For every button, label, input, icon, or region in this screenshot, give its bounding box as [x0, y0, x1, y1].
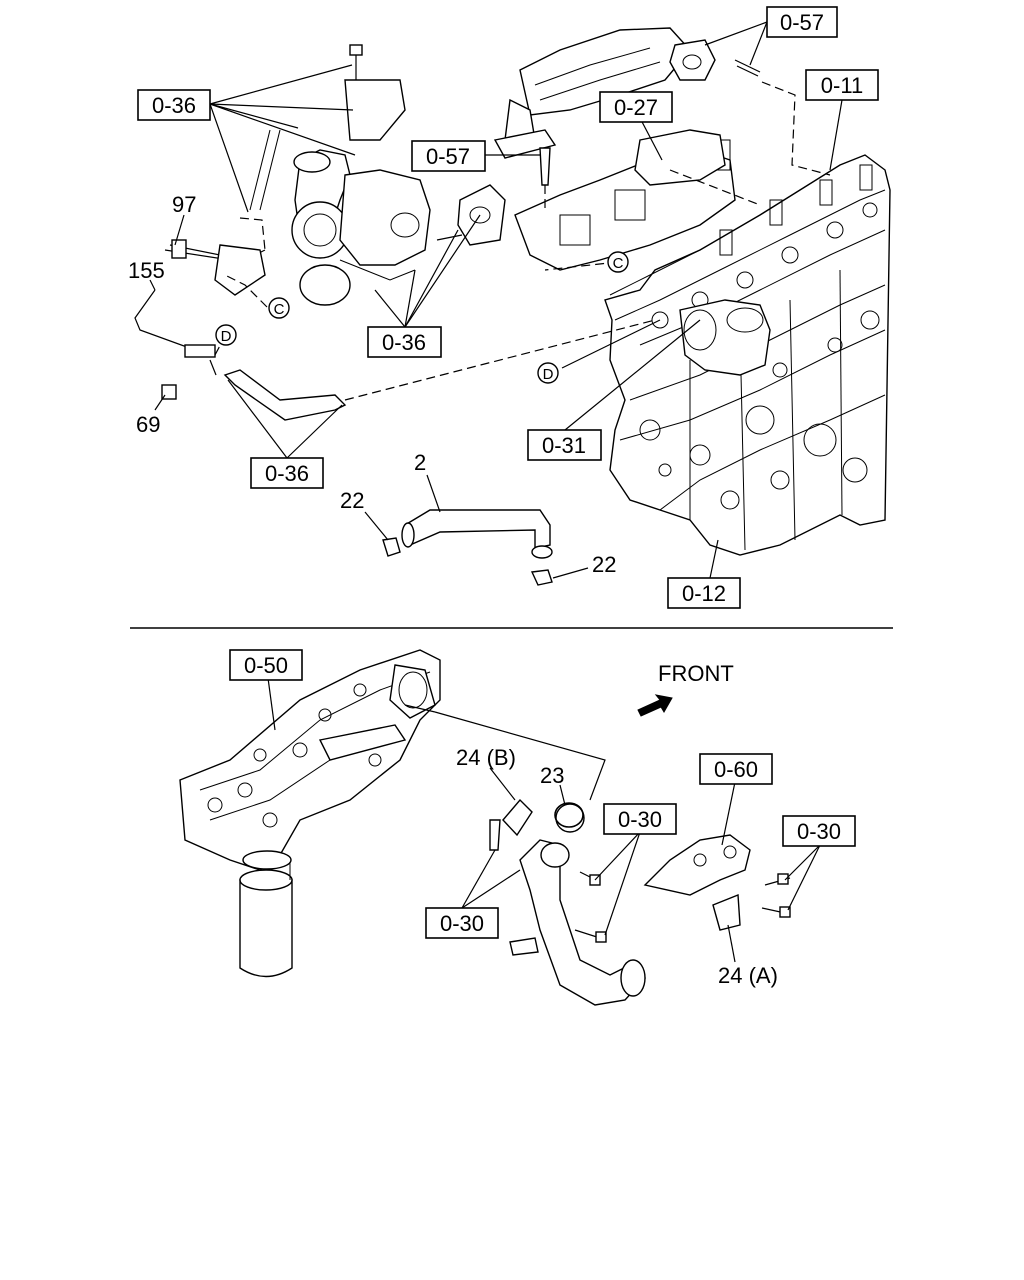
part-label-155: 155 — [128, 258, 165, 283]
ref-box-0-36-bottom[interactable]: 0-36 — [250, 457, 324, 489]
svg-text:0-27: 0-27 — [614, 95, 658, 120]
svg-text:0-11: 0-11 — [821, 73, 863, 98]
engine-block-illustration — [604, 154, 891, 556]
leader-lines-lower — [267, 677, 821, 963]
ref-box-0-31[interactable]: 0-31 — [527, 429, 602, 461]
part-label-24a: 24 (A) — [718, 963, 778, 988]
ref-box-0-57-top[interactable]: 0-57 — [766, 6, 838, 38]
svg-text:0-30: 0-30 — [797, 819, 841, 844]
o-ring-23 — [554, 802, 584, 828]
svg-text:0-12: 0-12 — [682, 581, 726, 606]
svg-text:0-36: 0-36 — [382, 330, 426, 355]
part-label-22-right: 22 — [592, 552, 616, 577]
ref-box-0-12[interactable]: 0-12 — [667, 577, 741, 609]
part-label-24b: 24 (B) — [456, 745, 516, 770]
svg-text:0-57: 0-57 — [780, 10, 824, 35]
oil-return-hose — [223, 369, 347, 421]
svg-text:0-60: 0-60 — [714, 757, 758, 782]
ref-box-0-57-mid[interactable]: 0-57 — [411, 140, 486, 172]
turbocharger-illustration — [249, 79, 431, 306]
svg-text:0-36: 0-36 — [265, 461, 309, 486]
fastener-studs — [161, 44, 761, 400]
part-label-23: 23 — [540, 763, 564, 788]
svg-text:D: D — [543, 366, 554, 383]
part-label-2: 2 — [414, 450, 426, 475]
marker-c-right: C — [607, 251, 629, 273]
svg-text:0-36: 0-36 — [152, 93, 196, 118]
ref-box-0-30-mid[interactable]: 0-30 — [603, 803, 677, 835]
ref-box-0-27[interactable]: 0-27 — [599, 91, 673, 123]
ref-box-0-11[interactable]: 0-11 — [805, 69, 879, 101]
egr-cooler-illustration — [493, 27, 716, 159]
svg-text:C: C — [274, 301, 285, 318]
exhaust-manifold-illustration — [457, 129, 736, 271]
marker-c-left: C — [268, 297, 290, 319]
marker-d-left: D — [215, 324, 237, 346]
part-label-97: 97 — [172, 192, 196, 217]
svg-text:C: C — [613, 255, 624, 272]
ref-box-0-36-mid[interactable]: 0-36 — [367, 326, 442, 358]
ref-box-0-60[interactable]: 0-60 — [699, 753, 773, 785]
part-label-69: 69 — [136, 412, 160, 437]
svg-text:0-30: 0-30 — [440, 911, 484, 936]
front-arrow-icon — [637, 694, 673, 717]
marker-d-right: D — [537, 362, 559, 384]
ref-box-0-36-top[interactable]: 0-36 — [137, 89, 211, 121]
part-label-22-left: 22 — [340, 488, 364, 513]
coolant-pipe-2 — [382, 509, 553, 586]
ref-box-0-30-left[interactable]: 0-30 — [425, 907, 499, 939]
oil-feed-pipe — [134, 239, 266, 358]
oil-cooler-illustration — [179, 649, 441, 871]
svg-text:0-50: 0-50 — [244, 653, 288, 678]
ref-box-0-30-right[interactable]: 0-30 — [782, 815, 856, 847]
oil-filter-illustration — [239, 850, 293, 978]
bracket-illustration — [643, 834, 751, 931]
leader-lines-upper — [149, 21, 843, 579]
ref-box-0-50[interactable]: 0-50 — [229, 649, 303, 681]
svg-text:D: D — [221, 328, 232, 345]
front-label: FRONT — [658, 661, 734, 686]
svg-text:0-30: 0-30 — [618, 807, 662, 832]
svg-text:0-31: 0-31 — [542, 433, 586, 458]
svg-text:0-57: 0-57 — [426, 144, 470, 169]
